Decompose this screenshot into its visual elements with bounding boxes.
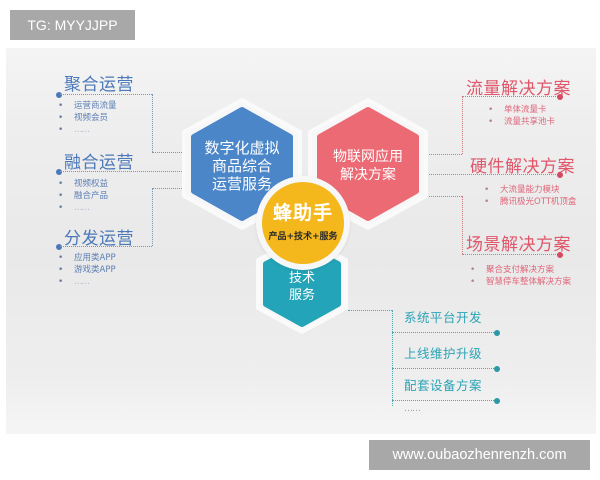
connector-node <box>557 252 563 258</box>
bullet-list: 应用类APP 游戏类APP …… <box>58 252 116 288</box>
hex-line: 解决方案 <box>340 167 396 183</box>
section-title: 融合运营 <box>64 153 134 173</box>
list-item: 运营商流量 <box>58 100 117 112</box>
list-item: 腾讯极光OTT机顶盒 <box>484 196 576 208</box>
hex-line: 技术 <box>288 271 315 286</box>
bullet-list: 运营商流量 视频会员 …… <box>58 100 117 136</box>
list-item: 视频权益 <box>58 178 108 190</box>
center-circle: 蜂助手 产品+技术+服务 <box>262 182 344 264</box>
section-title: 硬件解决方案 <box>470 157 575 177</box>
connector-line <box>152 188 192 189</box>
list-item: 应用类APP <box>58 252 116 264</box>
connector-line <box>392 400 496 401</box>
connector-line <box>392 310 393 406</box>
connector-node <box>56 244 62 250</box>
connector-line <box>152 94 153 152</box>
list-item: 视频会员 <box>58 112 117 124</box>
connector-line <box>152 188 153 246</box>
list-item: 聚合支付解决方案 <box>470 264 571 276</box>
list-item: 智慧停车整体解决方案 <box>470 276 571 288</box>
list-item: 流量共享池卡 <box>488 116 555 128</box>
list-item: 大流量能力模块 <box>484 184 576 196</box>
hexagon-blue-label: 数字化虚拟 商品综合 运营服务 <box>180 98 304 230</box>
connector-line <box>60 171 192 172</box>
list-item: …… <box>58 124 117 136</box>
connector-node <box>557 94 563 100</box>
section-title: 流量解决方案 <box>466 79 571 99</box>
connector-line <box>424 196 462 197</box>
bullet-list: 聚合支付解决方案 智慧停车整体解决方案 <box>470 264 571 288</box>
connector-node <box>56 169 62 175</box>
connector-line <box>348 310 392 311</box>
connector-node <box>494 366 500 372</box>
watermark-top: TG: MYYJJPP <box>10 10 135 40</box>
connector-line <box>392 368 496 369</box>
center-title: 蜂助手 <box>272 202 333 224</box>
section-title: 场景解决方案 <box>466 235 571 255</box>
connector-line <box>462 254 558 255</box>
hex-line: 数字化虚拟 <box>204 139 280 157</box>
hexagon-teal-label: 技术 服务 <box>254 236 350 334</box>
connector-node <box>557 172 563 178</box>
tech-item-ellipsis: …… <box>404 404 421 414</box>
list-item: 游戏类APP <box>58 264 116 276</box>
section-title: 分发运营 <box>64 229 134 249</box>
center-subtitle: 产品+技术+服务 <box>268 232 338 242</box>
connector-line <box>462 96 558 97</box>
connector-line <box>462 96 463 154</box>
hex-line: 运营服务 <box>211 175 272 193</box>
connector-line <box>60 94 152 95</box>
bullet-list: 大流量能力模块 腾讯极光OTT机顶盒 <box>484 184 576 208</box>
hex-line: 商品综合 <box>211 157 272 175</box>
tech-item: 配套设备方案 <box>404 378 483 393</box>
connector-line <box>392 332 496 333</box>
connector-line <box>462 196 463 254</box>
hex-line: 服务 <box>288 288 315 303</box>
list-item: 单体流量卡 <box>488 104 555 116</box>
connector-node <box>494 398 500 404</box>
connector-line <box>424 154 462 155</box>
bullet-list: 单体流量卡 流量共享池卡 <box>488 104 555 128</box>
tech-item: 系统平台开发 <box>404 310 483 325</box>
watermark-bottom: www.oubaozhenrenzh.com <box>369 440 590 470</box>
list-item: …… <box>58 276 116 288</box>
hexagon-red-label: 物联网应用 解决方案 <box>306 98 430 230</box>
bullet-list: 视频权益 融合产品 …… <box>58 178 108 214</box>
connector-line <box>424 174 558 175</box>
hex-line: 物联网应用 <box>333 149 403 165</box>
list-item: 融合产品 <box>58 190 108 202</box>
connector-line <box>60 246 152 247</box>
list-item: …… <box>58 202 108 214</box>
connector-node <box>494 330 500 336</box>
connector-node <box>56 92 62 98</box>
tech-item: 上线维护升级 <box>404 346 483 361</box>
section-title: 聚合运营 <box>64 75 134 95</box>
connector-line <box>152 152 192 153</box>
